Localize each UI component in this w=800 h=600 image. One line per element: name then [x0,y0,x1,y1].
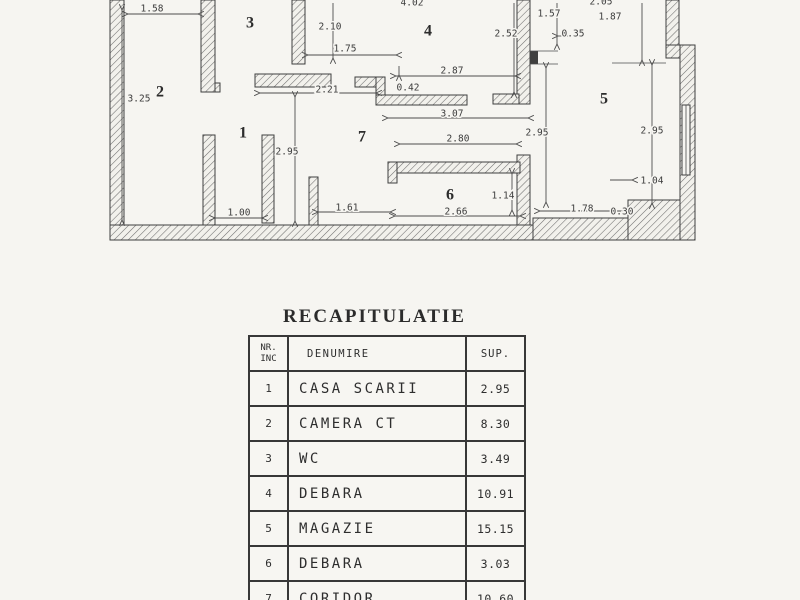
room-name: MAGAZIE [287,510,467,547]
row-number: 1 [248,370,289,407]
dimension-label: 0.35 [562,29,585,40]
dimension-label: 2.80 [447,134,470,145]
dimension-lines [122,3,652,221]
wall-segment [665,0,680,51]
recap-table-header: NR. INC DENUMIRE SUP. [248,335,526,372]
dimension-label: 3.25 [128,94,151,105]
room-name: CAMERA CT [287,405,467,442]
dimension-label: 1.87 [599,12,622,23]
dimension-label: 2.21 [316,85,339,96]
dimension-label: 1.78 [571,204,594,215]
column-header-denumire: DENUMIRE [287,335,467,372]
dimension-label: 2.95 [526,128,549,139]
room-name: DEBARA [287,475,467,512]
dimension-labels: 1.58 3.25 2.10 1.75 2.21 4.02 2.87 0.42 3.07 2.80… [126,0,665,220]
dimension-label: 3.07 [441,109,464,120]
dimension-label: 2.66 [445,207,468,218]
dimension-label: 1.58 [141,4,164,15]
openings [530,50,691,176]
dimension-label: 2.87 [441,66,464,77]
room-number: 6 [446,187,454,204]
dimension-label: 1.04 [641,176,664,187]
wall-segment [354,76,380,88]
room-area: 3.03 [465,545,526,582]
wall-segment [254,73,332,88]
row-number: 5 [248,510,289,547]
column-header-sup: SUP. [465,335,526,372]
column-header-nr: NR. INC [248,335,289,372]
row-number: 2 [248,405,289,442]
dimension-label: 1.00 [228,208,251,219]
dimension-label: 1.75 [334,44,357,55]
floor-plan-drawing: 1.58 3.25 2.10 1.75 2.21 4.02 2.87 0.42 3.07 2.80… [109,0,696,241]
recap-title: RECAPITULATIE [283,306,466,327]
room-number: 1 [239,125,247,142]
wall-segment [261,134,275,224]
wall-segment [200,0,216,93]
dimension-label: 2.05 [590,0,613,8]
wall-segment [291,0,306,65]
room-name: CORIDOR [287,580,467,600]
room-area: 10.60 [465,580,526,600]
room-number: 7 [358,129,366,146]
dimension-label: 2.52 [495,29,518,40]
row-number: 6 [248,545,289,582]
room-number: 4 [424,23,432,40]
dimension-label: 2.95 [276,147,299,158]
walls [109,0,696,241]
wall-segment [387,161,398,184]
dimension-label: 0.30 [611,207,634,218]
room-area: 3.49 [465,440,526,477]
room-numbers: 1 2 3 4 5 6 7 [155,14,609,205]
room-name: DEBARA [287,545,467,582]
room-area: 10.91 [465,475,526,512]
dimension-label: 4.02 [401,0,424,9]
wall-segment [109,224,541,241]
dimension-label: 1.61 [336,203,359,214]
room-area: 2.95 [465,370,526,407]
room-number: 2 [156,84,164,101]
wall-segment [308,176,319,226]
row-number: 7 [248,580,289,600]
room-name: CASA SCARII [287,370,467,407]
row-number: 4 [248,475,289,512]
dimension-label: 2.95 [641,126,664,137]
dimension-label: 1.14 [492,191,515,202]
dimension-label: 0.42 [397,83,420,94]
wall-segment [492,93,520,105]
room-name: WC [287,440,467,477]
wall-segment [375,94,468,106]
door-jamb [530,51,538,64]
room-area: 8.30 [465,405,526,442]
wall-segment [214,82,221,93]
room-number: 3 [246,15,254,32]
room-area: 15.15 [465,510,526,547]
wall-segment [387,161,521,174]
wall-segment [202,134,216,226]
row-number: 3 [248,440,289,477]
room-number: 5 [600,91,608,108]
dimension-label: 2.10 [319,22,342,33]
dimension-label: 1.57 [538,9,561,20]
wall-segment [516,0,531,105]
